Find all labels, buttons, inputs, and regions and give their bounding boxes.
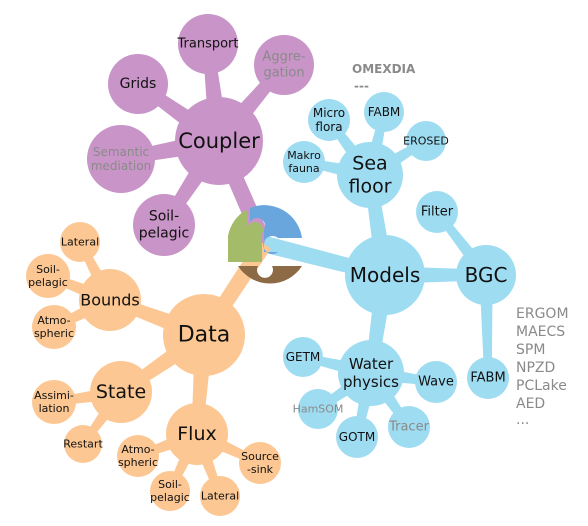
bounds-node[interactable] — [79, 269, 141, 331]
bounds-lateral-label: Lateral — [61, 236, 99, 249]
state-node[interactable] — [90, 361, 152, 423]
waterphysics-label-line-2: physics — [343, 373, 399, 391]
flux-soil-pelagic-label-line-2: pelagic — [150, 491, 190, 504]
waterphysics-gotm-label: GOTM — [339, 430, 375, 444]
flux-source-sink-label-line-1: Source — [241, 450, 279, 463]
puzzle-icon — [228, 205, 302, 284]
waterphysics-hamsom-node[interactable] — [298, 389, 338, 429]
coupler-semantic-mediation-node[interactable] — [87, 125, 155, 193]
state-restart-label: Restart — [63, 438, 103, 451]
coupler-transport-node[interactable] — [178, 14, 238, 74]
bgc-label: BGC — [465, 263, 508, 287]
coupler-soil-pelagic-label-line-2: pelagic — [139, 225, 189, 241]
bgc-filter-label: Filter — [421, 205, 454, 220]
waterphysics-gotm-node[interactable] — [336, 416, 378, 458]
data-label: Data — [178, 323, 231, 348]
seafloor-microflora-node[interactable] — [308, 99, 350, 141]
coupler-node[interactable] — [175, 97, 263, 185]
waterphysics-hamsom-label: HamSOM — [293, 403, 344, 416]
state-assimilation-node[interactable] — [32, 380, 76, 424]
bounds-soil-pelagic-node[interactable] — [26, 254, 70, 298]
flux-lateral-node[interactable] — [200, 476, 240, 516]
bounds-atmospheric-node[interactable] — [32, 305, 76, 349]
bgc-fabm-label: FABM — [470, 371, 505, 386]
seafloor-label-line-1: Sea — [352, 153, 387, 175]
seafloor-makrofauna-label-line-1: Makro — [287, 149, 321, 162]
flux-source-sink-label-line-2: -sink — [247, 463, 274, 476]
bounds-soil-pelagic-label-line-2: pelagic — [28, 276, 68, 289]
state-restart-node[interactable] — [64, 425, 102, 463]
coupler-aggregation-label-line-1: Aggre- — [262, 50, 305, 65]
state-assimilation-label-line-2: lation — [39, 402, 70, 415]
state-label: State — [96, 381, 146, 403]
coupler-aggregation-node[interactable] — [254, 35, 314, 95]
logo-green-piece — [228, 210, 264, 262]
models-node[interactable] — [345, 235, 425, 315]
waterphysics-wave-node[interactable] — [415, 361, 457, 403]
data-node[interactable] — [163, 294, 245, 376]
coupler-semantic-mediation-label-line-2: mediation — [91, 159, 151, 173]
coupler-transport-label: Transport — [176, 37, 238, 52]
coupler-grids-node[interactable] — [108, 54, 168, 114]
flux-atmospheric-label-line-2: spheric — [118, 456, 158, 469]
coupler-semantic-mediation-label-line-1: Semantic — [93, 145, 149, 159]
omexdia-dashes: --- — [354, 79, 369, 93]
flux-node[interactable] — [166, 403, 228, 465]
bgc-model-npzd: NPZD — [516, 360, 555, 376]
seafloor-node[interactable] — [337, 142, 403, 208]
flux-soil-pelagic-label-line-1: Soil- — [158, 478, 182, 491]
bounds-atmospheric-label-line-1: Atmo- — [37, 314, 70, 327]
seafloor-erosed-label: EROSED — [403, 135, 449, 148]
waterphysics-getm-label: GETM — [286, 350, 321, 364]
models-label: Models — [350, 263, 420, 287]
waterphysics-tracer-label: Tracer — [388, 420, 429, 435]
bgc-model-maecs: MAECS — [516, 324, 565, 340]
bgc-model-spm: SPM — [516, 342, 545, 358]
coupler-soil-pelagic-label-line-1: Soil- — [149, 209, 179, 225]
seafloor-erosed-node[interactable] — [406, 121, 446, 161]
state-assimilation-label-line-1: Assimi- — [34, 389, 74, 402]
bgc-filter-node[interactable] — [416, 191, 458, 233]
flux-atmospheric-label-line-1: Atmo- — [121, 443, 154, 456]
bounds-atmospheric-label-line-2: spheric — [34, 327, 74, 340]
seafloor-makrofauna-node[interactable] — [283, 141, 325, 183]
seafloor-microflora-label-line-1: Micro — [313, 106, 345, 120]
logo-blue-piece — [250, 205, 302, 254]
bgc-model-pclake: PCLake — [516, 378, 567, 394]
seafloor-microflora-label-line-2: flora — [315, 120, 342, 134]
bounds-label: Bounds — [80, 291, 140, 310]
bounds-lateral-node[interactable] — [60, 222, 100, 262]
seafloor-makrofauna-label-line-2: fauna — [288, 162, 319, 175]
waterphysics-wave-label: Wave — [418, 375, 454, 390]
flux-soil-pelagic-node[interactable] — [150, 471, 190, 511]
waterphysics-getm-node[interactable] — [283, 337, 323, 377]
bgc-model-aed: AED — [516, 396, 545, 412]
seafloor-fabm-label: FABM — [368, 105, 401, 119]
seafloor-fabm-node[interactable] — [364, 92, 404, 132]
flux-atmospheric-node[interactable] — [117, 435, 159, 477]
logo-brown-piece — [238, 266, 302, 284]
flux-source-sink-node[interactable] — [239, 442, 281, 484]
bgc-model-more: ... — [516, 412, 529, 428]
seafloor-label-line-2: floor — [348, 175, 391, 197]
waterphysics-tracer-node[interactable] — [388, 406, 430, 448]
bgc-model-ergom: ERGOM — [516, 306, 569, 322]
coupler-aggregation-label-line-2: gation — [263, 65, 304, 80]
flux-lateral-label: Lateral — [201, 490, 239, 503]
coupler-grids-label: Grids — [120, 76, 157, 92]
branch-nodes — [26, 14, 516, 516]
coupler-label: Coupler — [178, 129, 260, 153]
flux-label: Flux — [177, 423, 217, 445]
waterphysics-node[interactable] — [338, 340, 404, 406]
bgc-node[interactable] — [456, 245, 516, 305]
bgc-fabm-node[interactable] — [467, 357, 509, 399]
coupler-soil-pelagic-node[interactable] — [133, 194, 195, 256]
waterphysics-label-line-1: Water — [349, 355, 394, 373]
omexdia-label: OMEXDIA — [352, 62, 416, 76]
bounds-soil-pelagic-label-line-1: Soil- — [36, 263, 60, 276]
